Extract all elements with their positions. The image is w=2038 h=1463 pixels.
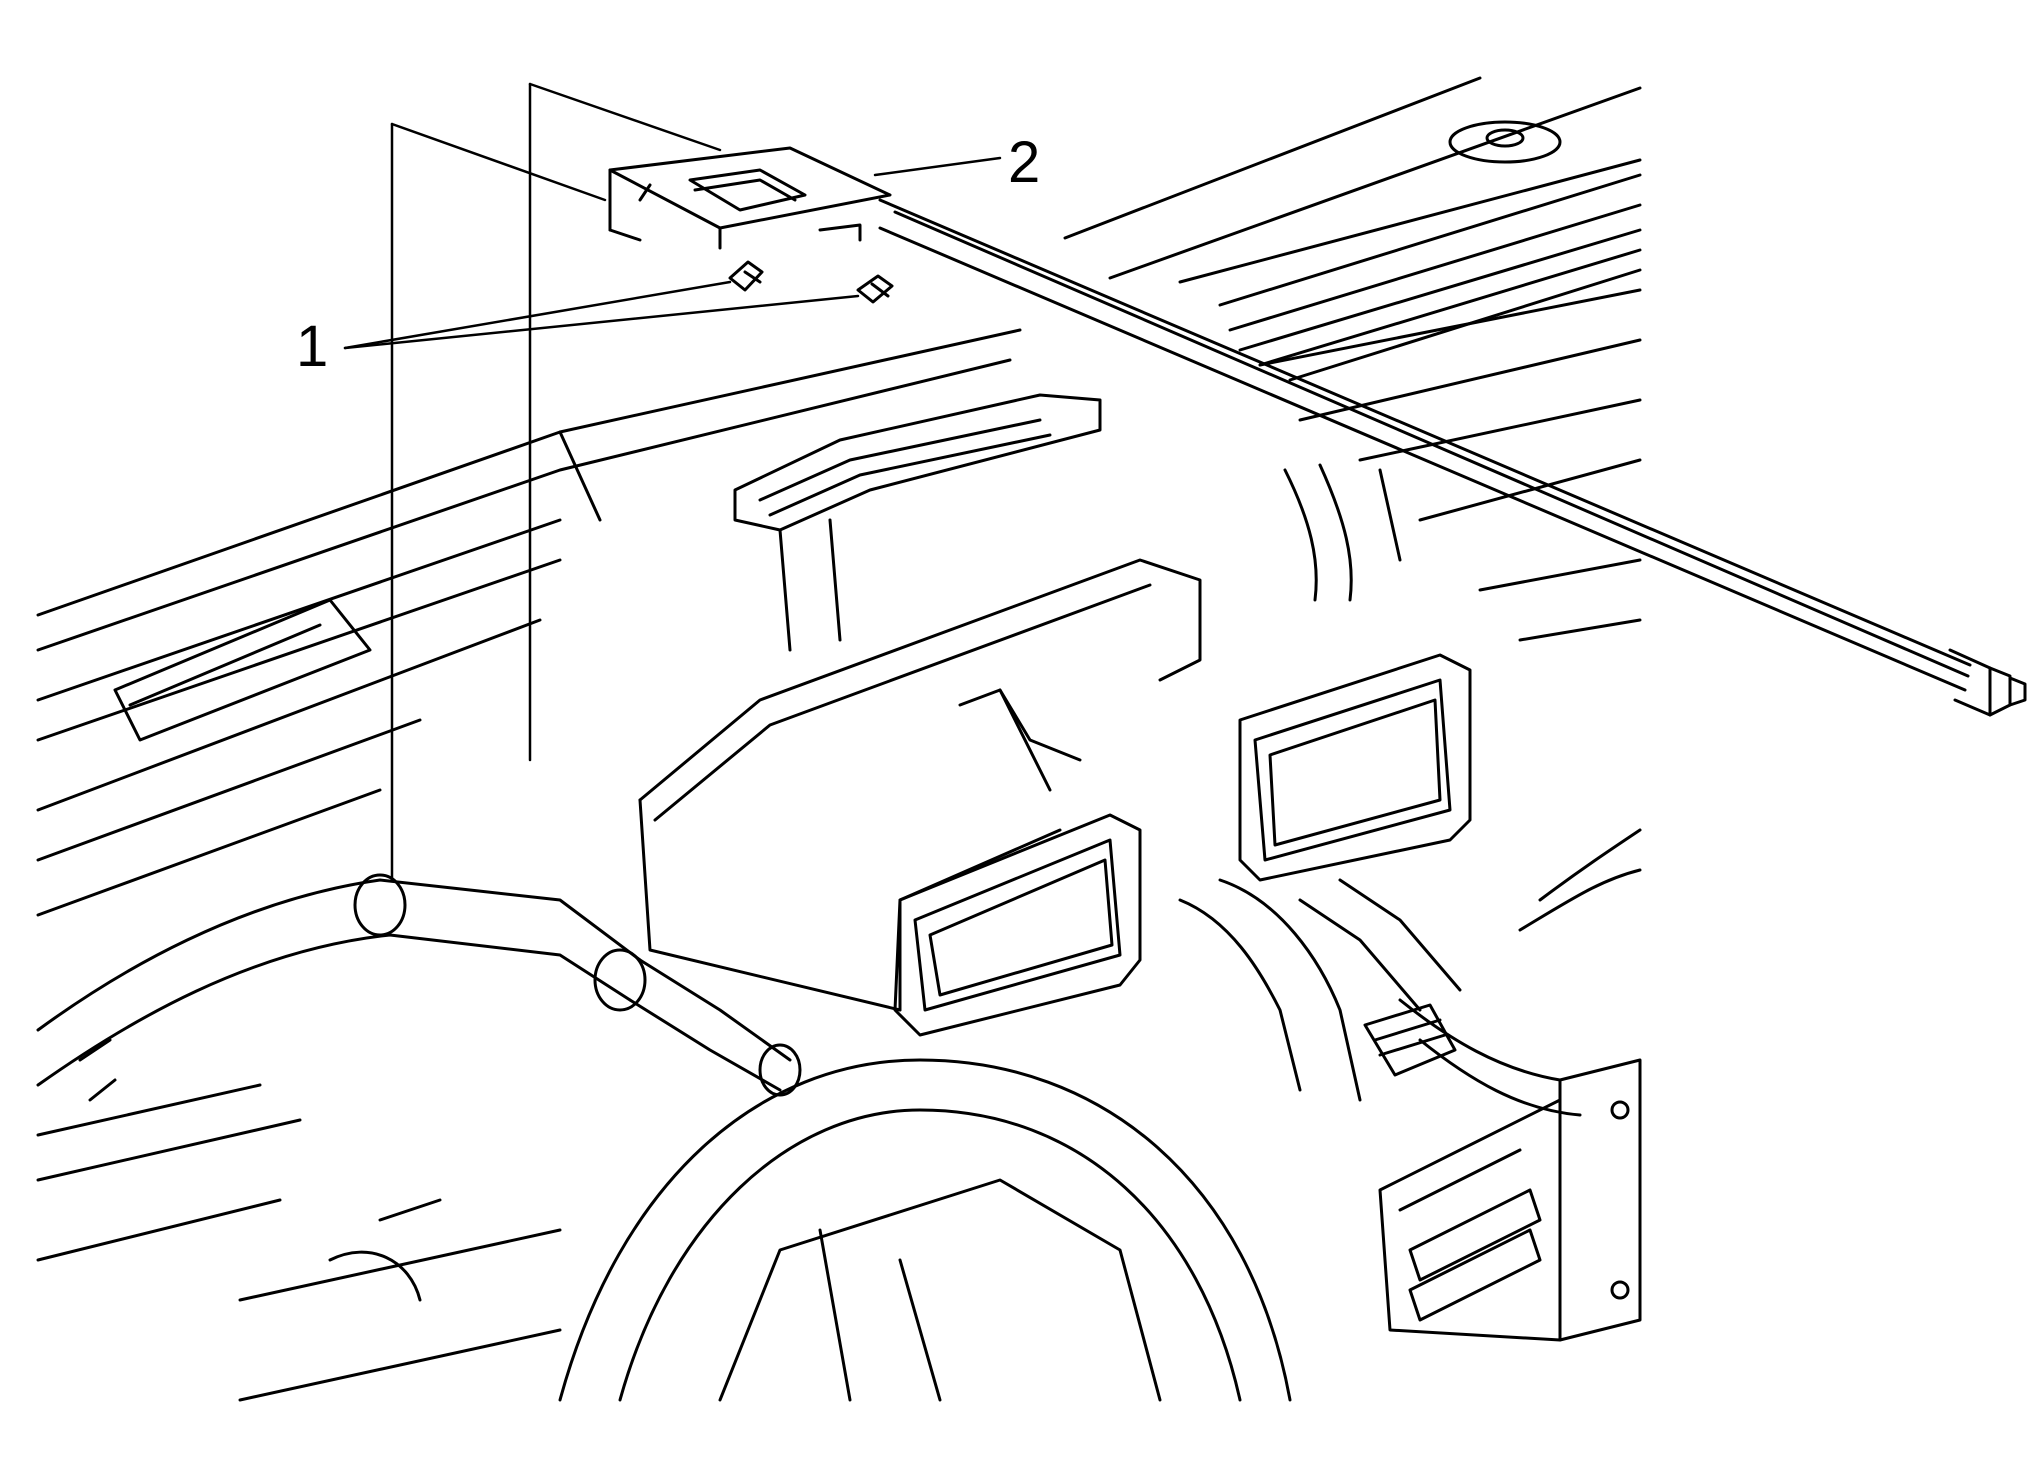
leader-lines [343, 82, 1002, 882]
steering-wheel [558, 1058, 1292, 1402]
hvac-duct [638, 393, 1472, 1037]
sensor-bracket [608, 146, 892, 250]
heater-hoses [36, 873, 802, 1102]
callout-2-label: 2 [1004, 134, 1045, 192]
lower-panel [238, 1198, 562, 1402]
fastener-screws [728, 260, 894, 304]
cowl-panel [1063, 76, 1642, 382]
instrument-panel-carrier [36, 288, 1642, 1262]
callout-1-label: 1 [292, 318, 333, 376]
wiring-harness [1178, 463, 1642, 1117]
harness-connector [1363, 1003, 1457, 1077]
sensor-strip [878, 198, 2027, 717]
steering-column-bracket [1378, 1058, 1642, 1342]
